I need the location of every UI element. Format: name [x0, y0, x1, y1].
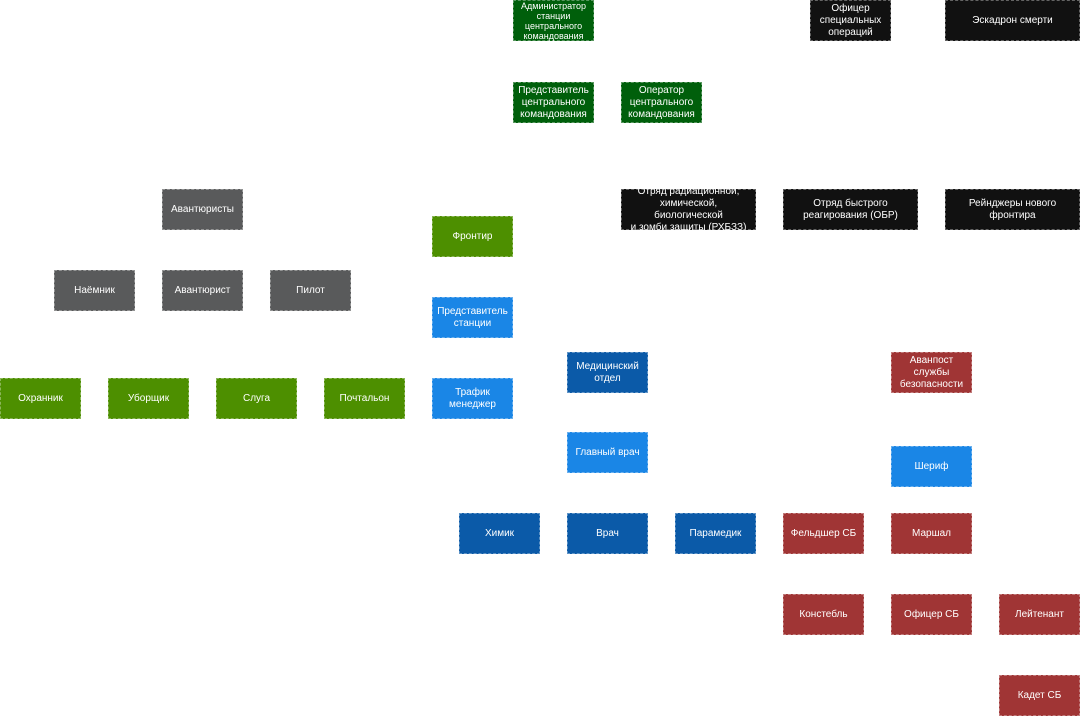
- node-paramedic: Парамедик: [675, 513, 756, 554]
- node-ert: Отряд быстрого реагирования (ОБР): [783, 189, 918, 230]
- node-new-frontier-rangers: Рейнджеры нового фронтира: [945, 189, 1080, 230]
- node-pilot: Пилот: [270, 270, 351, 311]
- node-marshal: Маршал: [891, 513, 972, 554]
- node-adventurers-group: Авантюристы: [162, 189, 243, 230]
- node-guard: Охранник: [0, 378, 81, 419]
- node-rchbz-squad: Отряд радиационной, химической, биологич…: [621, 186, 756, 233]
- node-special-ops-officer: Офицер специальных операций: [810, 0, 891, 41]
- node-central-command-representative: Представитель центрального командования: [513, 82, 594, 123]
- node-security-outpost: Аванпост службы безопасности: [891, 352, 972, 393]
- node-lieutenant: Лейтенант: [999, 594, 1080, 635]
- node-station-representative: Представитель станции: [432, 297, 513, 338]
- node-frontier: Фронтир: [432, 216, 513, 257]
- node-constable: Констебль: [783, 594, 864, 635]
- node-central-command-administrator: Администратор станции центрального коман…: [513, 0, 594, 41]
- node-chief-medical-officer: Главный врач: [567, 432, 648, 473]
- node-servant: Слуга: [216, 378, 297, 419]
- node-traffic-manager: Трафик менеджер: [432, 378, 513, 419]
- node-security-cadet: Кадет СБ: [999, 675, 1080, 716]
- node-chemist: Химик: [459, 513, 540, 554]
- node-janitor: Уборщик: [108, 378, 189, 419]
- node-brigmedic: Фельдшер СБ: [783, 513, 864, 554]
- node-adventurer: Авантюрист: [162, 270, 243, 311]
- node-security-officer: Офицер СБ: [891, 594, 972, 635]
- node-sheriff: Шериф: [891, 446, 972, 487]
- node-central-command-operator: Оператор центрального командования: [621, 82, 702, 123]
- node-medical-department: Медицинский отдел: [567, 352, 648, 393]
- node-death-squad: Эскадрон смерти: [945, 0, 1080, 41]
- node-mail-carrier: Почтальон: [324, 378, 405, 419]
- node-doctor: Врач: [567, 513, 648, 554]
- node-mercenary: Наёмник: [54, 270, 135, 311]
